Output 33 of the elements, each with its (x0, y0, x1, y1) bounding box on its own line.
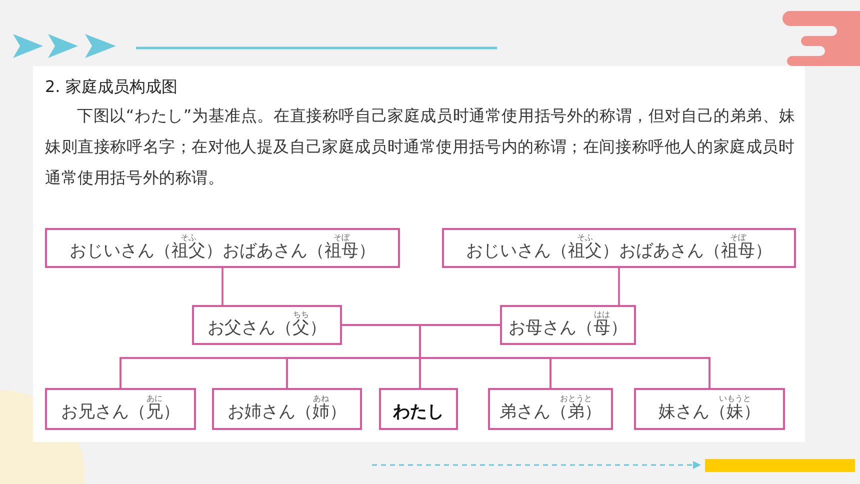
furigana-text: いもうと (719, 394, 751, 402)
furigana-text: あに (146, 394, 162, 402)
family-member-box (45, 228, 400, 268)
family-member-box (488, 388, 613, 430)
furigana-text: ちち (293, 310, 309, 318)
member-name: 弟さん（弟） (500, 404, 602, 420)
family-member-box (500, 305, 636, 345)
connector-line (419, 324, 710, 388)
member-name: わたし (393, 404, 444, 420)
member-name: おじいさん（祖父）おばあさん（祖母） (466, 242, 772, 260)
heading: 2. 家庭成员构成图 (45, 77, 178, 98)
member-name: お姉さん（姉） (228, 404, 346, 420)
furigana-text: そふ (577, 234, 593, 242)
connector-line (618, 268, 620, 305)
furigana-text: あね (313, 394, 329, 402)
member-name: お父さん（父） (208, 320, 326, 336)
paragraph: 下图以“わたし”为基准点。在直接称呼自己家庭成员时通常使用括号外的称谓，但对自己的弟弟、妹妹则直接称呼名字；在对他人提及自己家庭成员时通常使用括号内的称谓；在间接称呼他人的家庭成员时通常使用括号外的称谓。 (45, 105, 796, 189)
family-member-box (634, 388, 785, 430)
connector-line (222, 268, 224, 305)
family-member-box (45, 388, 196, 430)
member-name: お兄さん（兄） (61, 404, 180, 420)
family-member-box (379, 388, 458, 430)
furigana-text: そぼ (334, 234, 350, 242)
member-name: お母さん（母） (508, 320, 628, 336)
member-name: おじいさん（祖父）おばあさん（祖母） (70, 242, 376, 260)
furigana-text: はは (594, 310, 610, 318)
furigana-text: おとうと (560, 394, 592, 402)
family-member-box (442, 228, 796, 268)
family-member-box (192, 305, 342, 345)
furigana-text: そぼ (730, 234, 746, 242)
family-member-box (212, 388, 362, 430)
furigana-text: そふ (180, 234, 196, 242)
member-name: 妹さん（妹） (658, 404, 760, 420)
